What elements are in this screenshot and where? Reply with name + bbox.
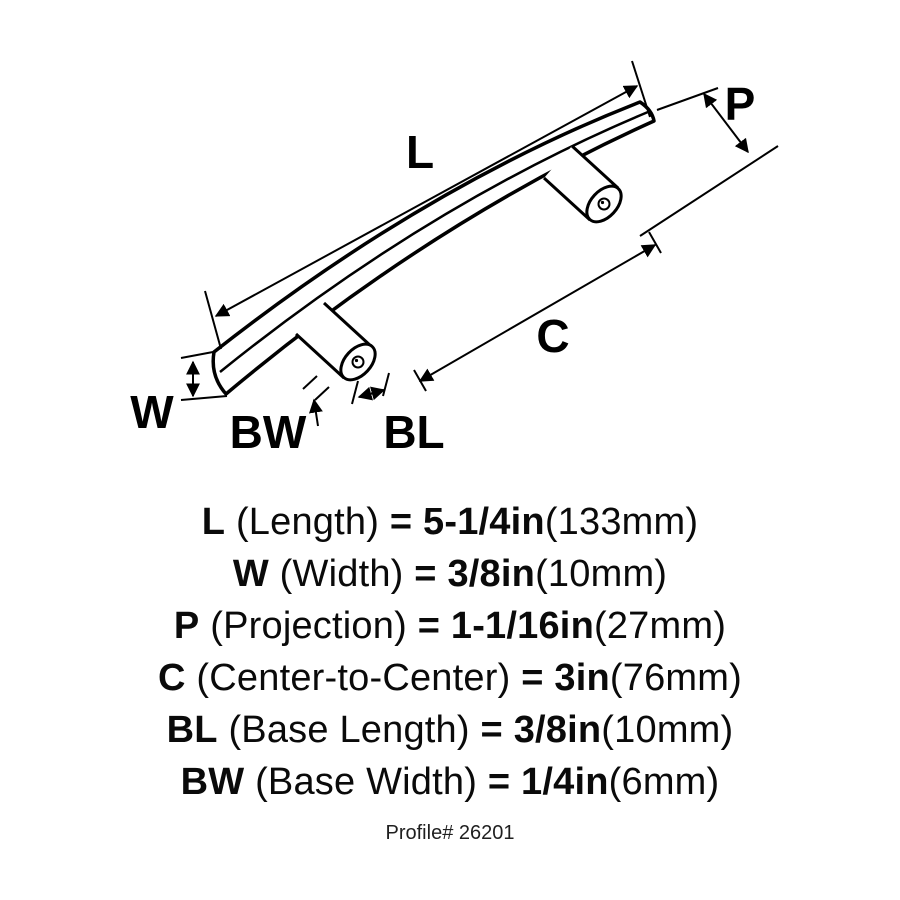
center-to-center-label: C — [536, 310, 569, 362]
spec-name: (Length) — [235, 501, 380, 543]
spec-abbr: L — [201, 501, 226, 543]
base-width-dimension — [302, 375, 330, 427]
projection-dimension — [639, 87, 779, 237]
spec-row-length: L (Length) = 5-1/4in(133mm) — [0, 496, 900, 548]
spec-abbr: C — [158, 657, 186, 699]
spec-metric: (27mm) — [593, 605, 727, 647]
spec-name: (Center-to-Center) — [196, 657, 511, 699]
base-width-label: BW — [230, 406, 307, 458]
spec-row-base-length: BL (Base Length) = 3/8in(10mm) — [0, 704, 900, 756]
equals-sign: = — [521, 657, 544, 699]
spec-value: 3in — [554, 657, 610, 699]
spec-row-width: W (Width) = 3/8in(10mm) — [0, 548, 900, 600]
center-to-center-dimension — [413, 231, 662, 392]
equals-sign: = — [487, 761, 511, 803]
profile-number: Profile# 26201 — [385, 822, 515, 844]
length-label: L — [406, 126, 434, 178]
base-length-label: BL — [383, 406, 444, 458]
spec-abbr: P — [173, 605, 200, 647]
equals-sign: = — [389, 501, 413, 543]
projection-label: P — [725, 78, 756, 130]
spec-name: (Width) — [279, 553, 404, 595]
spec-abbr: W — [232, 553, 269, 595]
spec-value: 1-1/16in — [450, 605, 594, 647]
spec-value: 5-1/4in — [423, 501, 545, 543]
spec-metric: (6mm) — [608, 761, 720, 803]
spec-value: 3/8in — [513, 709, 602, 751]
left-post-screw-hole-icon — [351, 355, 365, 369]
equals-sign: = — [414, 553, 437, 595]
equals-sign: = — [417, 605, 441, 647]
spec-value: 1/4in — [521, 761, 609, 803]
spec-row-base-width: BW (Base Width) = 1/4in(6mm) — [0, 756, 900, 808]
handle-line-drawing: L P C W BW — [130, 60, 779, 458]
spec-value: 3/8in — [447, 553, 536, 595]
spec-metric: (76mm) — [609, 657, 742, 699]
spec-row-projection: P (Projection) = 1-1/16in(27mm) — [0, 600, 900, 652]
length-dimension — [204, 60, 651, 350]
left-post-cap — [339, 342, 377, 382]
spec-abbr: BW — [180, 761, 245, 803]
spec-metric: (133mm) — [544, 501, 699, 543]
spec-abbr: BL — [166, 709, 218, 751]
spec-name: (Base Width) — [255, 761, 478, 803]
width-label: W — [130, 386, 174, 438]
spec-metric: (10mm) — [535, 553, 668, 595]
spec-name: (Base Length) — [228, 709, 470, 751]
base-length-dimension — [351, 372, 390, 405]
spec-list: L (Length) = 5-1/4in(133mm) W (Width) = … — [0, 496, 900, 808]
spec-metric: (10mm) — [601, 709, 734, 751]
spec-name: (Projection) — [210, 605, 407, 647]
equals-sign: = — [480, 709, 503, 751]
width-dimension — [180, 351, 228, 401]
spec-row-center-to-center: C (Center-to-Center) = 3in(76mm) — [0, 652, 900, 704]
